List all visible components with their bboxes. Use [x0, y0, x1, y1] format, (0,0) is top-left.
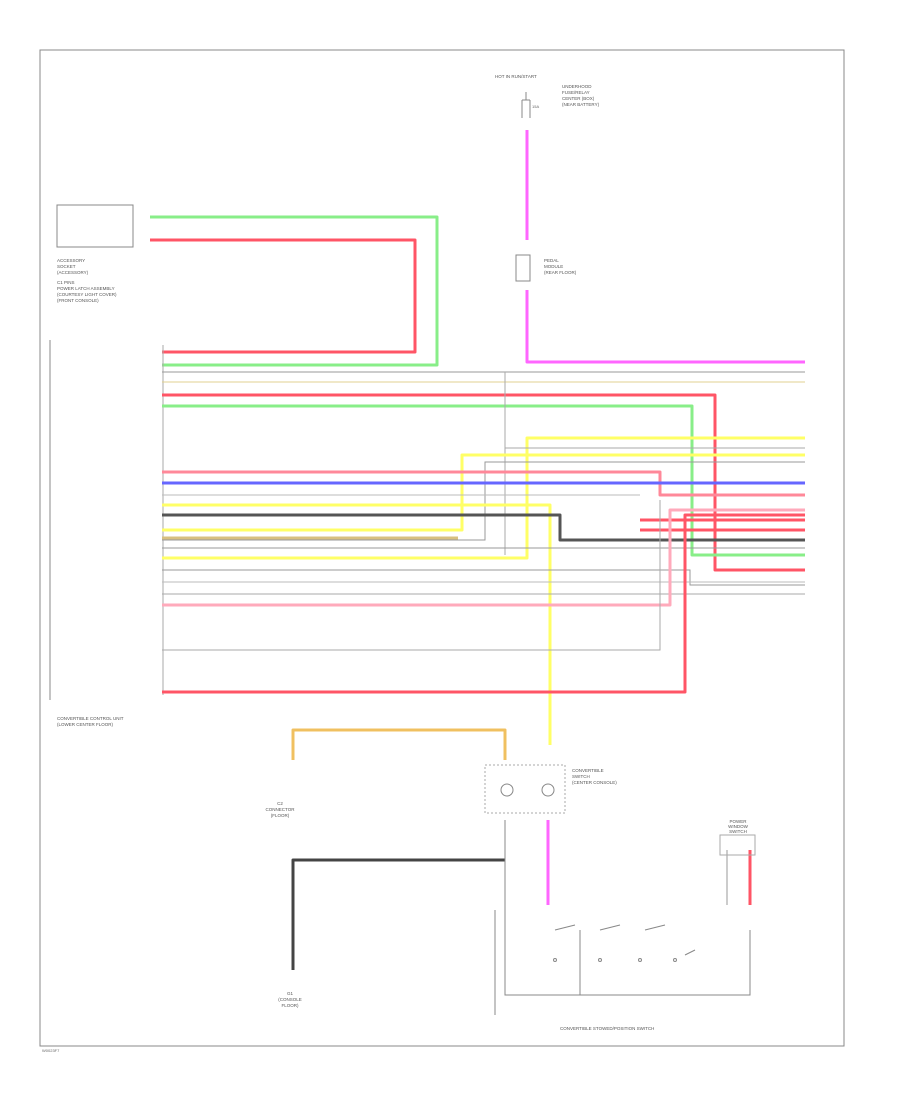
motor-label: CONVERTIBLE SWITCH (CENTER CONSOLE)	[572, 768, 617, 785]
accessory-module-label: ACCESSORY SOCKET (ACCESSORY) C1 PINS POW…	[57, 258, 117, 303]
control-unit-label: CONVERTIBLE CONTROL UNIT (LOWER CENTER F…	[57, 716, 124, 727]
motor-1-icon	[500, 783, 514, 797]
fuse-block-label: UNDERHOOD FUSE/RELAY CENTER (BOX) (NEAR …	[562, 84, 600, 107]
green-wire-2	[162, 404, 805, 557]
svg-text:SOCKET: SOCKET	[57, 264, 76, 269]
svg-text:POWER: POWER	[729, 819, 747, 824]
svg-text:C2: C2	[277, 801, 283, 806]
svg-text:15A: 15A	[532, 104, 539, 109]
svg-text:CONVERTIBLE CONTROL UNIT: CONVERTIBLE CONTROL UNIT	[57, 716, 124, 721]
red-wire-loop	[150, 238, 417, 354]
motor-2-icon	[541, 783, 555, 797]
green-wire-loop	[150, 215, 439, 367]
pink-wire-3	[162, 508, 805, 607]
svg-text:ACCESSORY: ACCESSORY	[57, 258, 85, 263]
svg-text:FUSE/RELAY: FUSE/RELAY	[562, 90, 590, 95]
accessory-module-box	[56, 204, 134, 248]
svg-text:(NEAR BATTERY): (NEAR BATTERY)	[562, 102, 600, 107]
dark-wire	[162, 513, 805, 542]
svg-text:SWITCH: SWITCH	[729, 829, 747, 834]
diagram-frame	[39, 49, 845, 1047]
svg-text:(COURTESY LIGHT COVER): (COURTESY LIGHT COVER)	[57, 292, 117, 297]
hot-label: HOT IN RUN/START	[495, 74, 537, 79]
gray-wire-10	[162, 500, 661, 651]
yellow-wire-1	[162, 436, 805, 560]
svg-text:G1: G1	[287, 991, 294, 996]
svg-text:MODULE: MODULE	[544, 264, 563, 269]
svg-text:(FLOOR): (FLOOR)	[271, 813, 290, 818]
svg-text:WINDOW: WINDOW	[728, 824, 748, 829]
red-wire-5	[162, 513, 805, 694]
motor-switch-box	[484, 764, 566, 814]
svg-text:(CENTER CONSOLE): (CENTER CONSOLE)	[572, 780, 617, 785]
svg-text:(CONSOLE: (CONSOLE	[278, 997, 302, 1002]
fuse-symbol: 15A	[521, 92, 539, 118]
svg-text:CONNECTOR: CONNECTOR	[266, 807, 296, 812]
gray-wire-4	[162, 461, 805, 541]
svg-text:(REAR FLOOR): (REAR FLOOR)	[544, 270, 577, 275]
svg-text:CONVERTIBLE: CONVERTIBLE	[572, 768, 604, 773]
yellow-wire-2	[162, 453, 805, 532]
svg-text:(ACCESSORY): (ACCESSORY)	[57, 270, 89, 275]
ground-label: G1 (CONSOLE FLOOR)	[278, 991, 302, 1008]
svg-text:CENTER (BOX): CENTER (BOX)	[562, 96, 595, 101]
tan-wire-bottom	[291, 728, 507, 760]
switch-label: CONVERTIBLE STOWED/POSITION SWITCH	[560, 1026, 654, 1031]
yellow-wire-3	[162, 503, 552, 745]
gray-wire-7	[162, 569, 805, 586]
pink-wire-mid	[525, 290, 805, 364]
window-switch-box	[719, 834, 756, 856]
ground-wire	[291, 858, 505, 970]
svg-text:C1 PINS: C1 PINS	[57, 280, 75, 285]
connector-box	[515, 254, 531, 282]
window-switch-label: POWER WINDOW SWITCH	[728, 819, 748, 834]
svg-text:(LOWER CENTER FLOOR): (LOWER CENTER FLOOR)	[57, 722, 114, 727]
switch-contacts	[553, 924, 696, 962]
svg-text:(FRONT CONSOLE): (FRONT CONSOLE)	[57, 298, 99, 303]
diagram-id: W0023F7	[42, 1048, 60, 1053]
svg-text:POWER LATCH ASSEMBLY: POWER LATCH ASSEMBLY	[57, 286, 115, 291]
svg-text:FLOOR): FLOOR)	[281, 1003, 299, 1008]
svg-text:SWITCH: SWITCH	[572, 774, 590, 779]
c2-connector-label: C2 CONNECTOR (FLOOR)	[266, 801, 296, 818]
svg-text:PEDAL: PEDAL	[544, 258, 559, 263]
connector-label: PEDAL MODULE (REAR FLOOR)	[544, 258, 577, 275]
svg-text:UNDERHOOD: UNDERHOOD	[562, 84, 592, 89]
switch-wires	[494, 820, 751, 1015]
